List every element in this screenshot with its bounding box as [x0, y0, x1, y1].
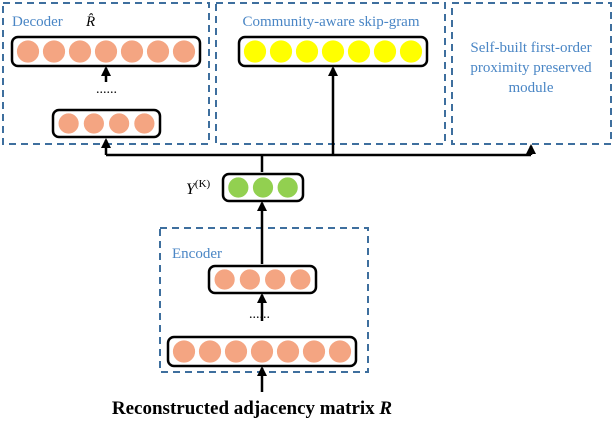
- encoder-input-layer: [166, 335, 358, 368]
- neuron-unit: [238, 268, 261, 291]
- neuron-unit: [243, 39, 267, 64]
- neuron-unit: [227, 176, 250, 199]
- neuron-unit: [252, 176, 274, 199]
- skipgram-output-layer: [237, 35, 429, 68]
- neuron-unit: [108, 112, 131, 135]
- connectors: [101, 66, 536, 392]
- neuron-unit: [347, 39, 371, 64]
- decoder-output-layer: [10, 35, 202, 68]
- encoder-label: Encoder: [172, 246, 222, 262]
- neuron-unit: [328, 339, 352, 364]
- input-label-symbol: R: [378, 398, 392, 419]
- neuron-unit: [264, 268, 287, 291]
- neuron-unit: [172, 39, 196, 64]
- neuron-unit: [57, 112, 80, 135]
- neuron-unit: [250, 339, 274, 364]
- neuron-unit: [213, 268, 236, 291]
- decoder-label: Decoder: [12, 14, 63, 30]
- neuron-unit: [302, 339, 326, 364]
- neuron-unit: [399, 39, 423, 64]
- input-label: Reconstructed adjacency matrix R: [112, 398, 392, 419]
- neuron-unit: [16, 39, 40, 64]
- neuron-unit: [42, 39, 66, 64]
- neuron-unit: [276, 339, 300, 364]
- neuron-unit: [198, 339, 222, 364]
- neuron-unit: [269, 39, 293, 64]
- embedding-symbol: Y: [186, 181, 197, 198]
- neuron-unit: [224, 339, 248, 364]
- input-label-text: Reconstructed adjacency matrix: [112, 398, 380, 419]
- neuron-unit: [295, 39, 319, 64]
- skipgram-panel: [215, 2, 446, 145]
- selfbuilt-label-line3: module: [509, 80, 554, 96]
- neuron-unit: [120, 39, 144, 64]
- encoder-hidden-layer: [207, 264, 318, 295]
- selfbuilt-panel: [451, 2, 612, 145]
- neuron-unit: [82, 112, 105, 135]
- neuron-unit: [321, 39, 345, 64]
- neuron-unit: [68, 39, 92, 64]
- embedding-label: Y(K): [186, 178, 211, 198]
- layer-frame: [51, 108, 162, 139]
- decoder-ellipsis: ......: [96, 82, 117, 97]
- skipgram-label: Community-aware skip-gram: [242, 14, 419, 30]
- neuron-unit: [276, 176, 299, 199]
- selfbuilt-label-line1: Self-built first-order: [470, 40, 591, 56]
- decoder-output-symbol: R̂: [85, 14, 95, 30]
- embedding-superscript: (K): [195, 178, 211, 190]
- encoder-ellipsis: ......: [249, 307, 270, 322]
- neuron-unit: [94, 39, 118, 64]
- selfbuilt-label-line2: proximity preserved: [470, 60, 592, 76]
- neuron-unit: [373, 39, 397, 64]
- embedding-layer: [221, 172, 305, 203]
- neuron-unit: [146, 39, 170, 64]
- neuron-unit: [133, 112, 156, 135]
- neuron-unit: [172, 339, 196, 364]
- neuron-unit: [289, 268, 312, 291]
- decoder-hidden-layer: [51, 108, 162, 139]
